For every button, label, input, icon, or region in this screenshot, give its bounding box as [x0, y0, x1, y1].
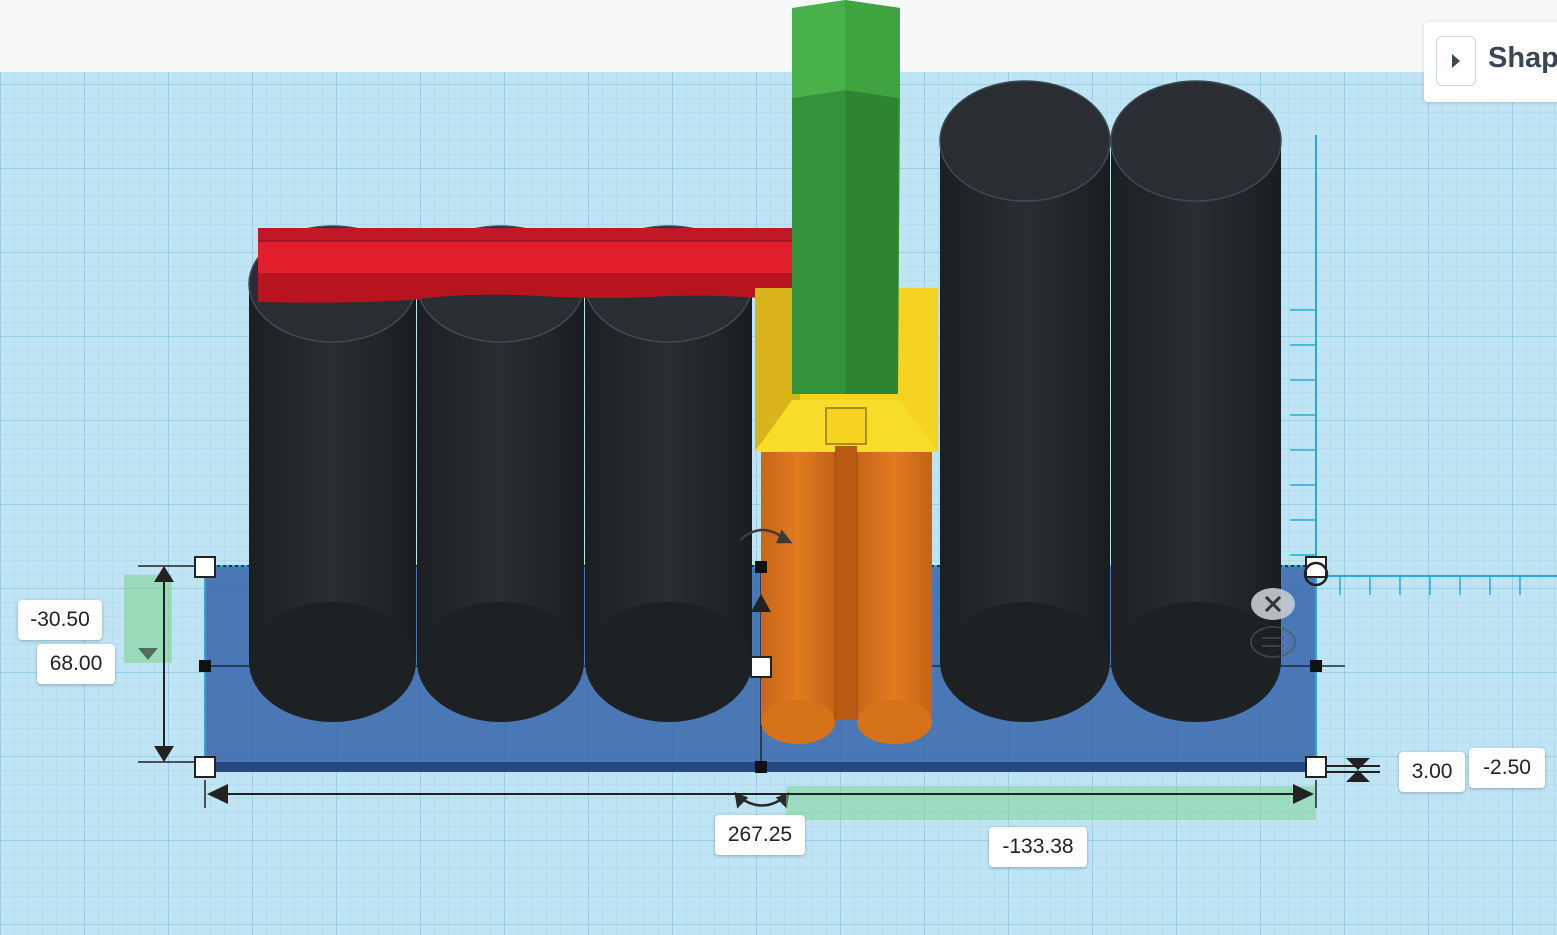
caret-right-icon: [1452, 54, 1460, 68]
width-label[interactable]: 267.25: [715, 815, 805, 855]
shapes-panel-toggle-button[interactable]: [1436, 36, 1476, 86]
cone-lift-icon[interactable]: [751, 594, 771, 612]
green-block[interactable]: [792, 0, 900, 394]
edge-handle-top: [755, 561, 767, 573]
rotate-arrow-icon[interactable]: [739, 528, 793, 544]
cylinder-5: [1110, 80, 1282, 722]
cylinder-3: [584, 225, 753, 722]
ruler: [1290, 135, 1557, 595]
rotate-arrow-icon[interactable]: [734, 792, 790, 809]
height-label[interactable]: 3.00: [1399, 752, 1465, 792]
center-handle: [750, 656, 772, 678]
x-offset-label[interactable]: -133.38: [989, 827, 1087, 867]
cylinder-group-right[interactable]: [939, 80, 1282, 722]
orange-cylinder-group[interactable]: [761, 446, 932, 744]
edge-handle-left: [199, 660, 211, 672]
length-dimension-arrow: [124, 565, 196, 763]
resize-handles[interactable]: [194, 556, 1329, 778]
elevation-label[interactable]: -2.50: [1469, 748, 1545, 788]
y-offset-label[interactable]: -30.50: [18, 600, 102, 640]
edge-handle-bottom: [755, 761, 767, 773]
corner-handle-top-left: [194, 556, 216, 578]
cylinder-2: [416, 225, 585, 722]
length-label[interactable]: 68.00: [37, 644, 115, 684]
close-icon[interactable]: [1251, 588, 1295, 620]
shapes-panel-title: Shap: [1488, 42, 1557, 74]
corner-handle-bottom-right: [1305, 756, 1327, 778]
corner-handle-bottom-left: [194, 756, 216, 778]
edge-handle-right: [1310, 660, 1322, 672]
eye-off-icon[interactable]: [1250, 626, 1296, 658]
shapes-panel: Shap: [1424, 22, 1557, 102]
height-dimension-arrow: [1326, 758, 1380, 782]
cylinder-4: [939, 80, 1111, 722]
red-bar[interactable]: [258, 228, 798, 303]
top-background: [0, 0, 1557, 72]
width-dimension-arrow: [204, 780, 1317, 820]
